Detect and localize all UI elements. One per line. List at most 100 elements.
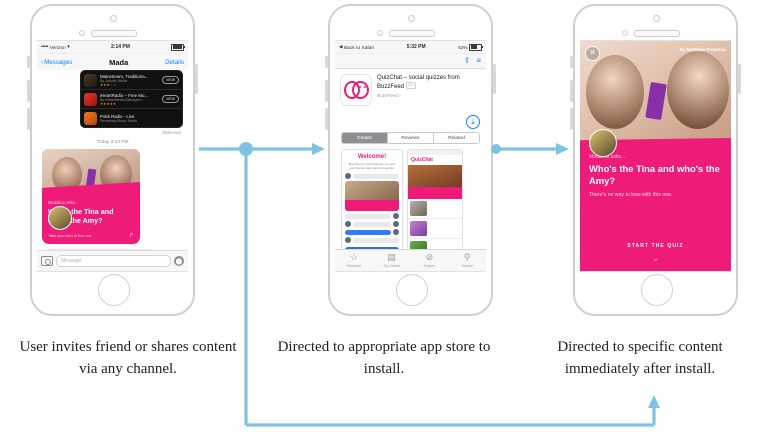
caption-step-3: Directed to specific content immediately…	[557, 339, 723, 377]
list-item	[408, 199, 462, 219]
tab-details[interactable]: Details	[342, 133, 388, 143]
start-quiz-button[interactable]: START THE QUIZ	[627, 243, 684, 249]
list-icon: ▤	[387, 252, 396, 263]
quiz-content: Madalina asks... Who's the Tina and who'…	[580, 146, 731, 271]
phone-2-screen: ◀ Back to Safari 5:32 PM 62% ⇪ ≡	[335, 40, 486, 272]
mute-switch	[325, 56, 328, 68]
back-to-safari-label[interactable]: Back to Safari	[344, 44, 375, 50]
app-developer-link[interactable]: BuzzFeed ›	[377, 93, 401, 99]
view-button[interactable]: VIEW	[161, 95, 179, 103]
home-button[interactable]	[97, 274, 130, 306]
quiz-headline: Who's the Tina and who's the Amy?	[48, 207, 114, 225]
chevron-left-icon: ‹	[41, 59, 44, 66]
phone-3-screen: ✕ By Matthew Perpetua Madalina asks... W…	[580, 40, 731, 272]
caption-step-2: Directed to appropriate app store to ins…	[277, 339, 491, 377]
list-item[interactable]: Mainstream, Traditiona... By Jacobs Medi…	[81, 71, 182, 90]
back-chevron-icon[interactable]: ◀	[339, 44, 343, 49]
close-icon[interactable]: ✕	[585, 46, 600, 61]
avatar	[345, 237, 351, 244]
chevron-down-icon[interactable]: ⌄	[651, 253, 660, 263]
thumbnail	[410, 201, 427, 216]
thumbnail	[410, 221, 427, 236]
tab-explore[interactable]: ⊘ Explore	[411, 253, 449, 268]
status-bar: ••••• Verizon ▾ 2:14 PM	[37, 41, 188, 54]
arrowhead-2-3	[556, 143, 569, 155]
arrowhead-bottom-up	[648, 395, 660, 408]
avatar	[345, 221, 351, 228]
view-button[interactable]: VIEW	[161, 76, 179, 84]
app-title-text: QuizChat – social quizzes from BuzzFeed	[377, 75, 460, 91]
status-time: 5:32 PM	[406, 44, 426, 50]
volume-down-button	[570, 108, 573, 130]
download-icon[interactable]: ⤓	[466, 115, 480, 129]
pink-diagonal-overlay	[580, 138, 731, 146]
author-credit: By Matthew Perpetua	[679, 47, 726, 52]
search-icon: ⚲	[463, 252, 471, 263]
download-row: ⤓	[335, 111, 486, 132]
branch-node	[239, 142, 253, 156]
app-icon	[84, 92, 97, 106]
arrowhead-1-2	[312, 143, 325, 155]
tab-related[interactable]: Related	[434, 133, 479, 143]
app-header: QuizChat – social quizzes from BuzzFeed …	[335, 69, 486, 111]
phone-2-app-store: ◀ Back to Safari 5:32 PM 62% ⇪ ≡	[325, 4, 496, 316]
earpiece-speaker	[633, 30, 680, 37]
chat-pill	[345, 213, 391, 219]
tab-search[interactable]: ⚲ Search	[448, 253, 486, 268]
tab-featured[interactable]: ☆ Featured	[335, 253, 373, 268]
details-button[interactable]: Details	[165, 59, 184, 66]
quiz-subtitle: There's no way to lose with this one.	[589, 192, 673, 199]
camera-icon[interactable]	[41, 256, 53, 266]
captions-row: User invites friend or shares content vi…	[0, 337, 768, 393]
avatar	[393, 221, 399, 228]
app-screenshot-1[interactable]: Welcome! BuzzFeed's QuizChat lets you an…	[341, 149, 403, 264]
wishlist-icon[interactable]: ≡	[476, 56, 481, 65]
message-input-bar: Message ⬤	[37, 250, 188, 271]
home-button[interactable]	[640, 274, 673, 306]
tab-reviews[interactable]: Reviews	[388, 133, 434, 143]
app-screenshot-2[interactable]: QuizChat	[407, 149, 463, 256]
volume-up-button	[325, 80, 328, 102]
share-icon[interactable]: ⇪	[463, 56, 471, 65]
home-button[interactable]	[395, 274, 428, 306]
volume-down-button	[27, 108, 30, 130]
rating-stars: ★★★★★	[100, 101, 117, 106]
caption-step-1: User invites friend or shares content vi…	[19, 339, 237, 377]
list-item[interactable]: Pokit Radio - Live Streaming Music Radio	[81, 109, 182, 127]
avatar	[393, 229, 399, 236]
proximity-sensor-icon	[376, 30, 383, 36]
quiz-headline: Who's the Tina and who's the Amy?	[589, 163, 720, 187]
back-to-messages-button[interactable]: ‹ Messages	[41, 59, 72, 66]
message-input[interactable]: Message	[56, 255, 171, 267]
quiz-asks-label: Madalina asks...	[589, 154, 626, 160]
avatar	[589, 129, 617, 157]
battery-icon	[469, 43, 483, 51]
carrier-label: Verizon	[49, 44, 66, 50]
phone-1-screen: ••••• Verizon ▾ 2:14 PM ‹ Messages Mada …	[37, 40, 188, 272]
app-title: QuizChat – social quizzes from BuzzFeed …	[377, 74, 481, 91]
status-bar: ◀ Back to Safari 5:32 PM 62%	[335, 41, 486, 54]
compass-icon: ⊘	[425, 252, 434, 263]
quiz-footer-label: Take your turn to find out.	[48, 233, 92, 238]
phone-1-messages: ••••• Verizon ▾ 2:14 PM ‹ Messages Mada …	[27, 4, 198, 316]
status-time: 2:14 PM	[111, 44, 130, 50]
screenshot-title: Welcome!	[357, 154, 387, 160]
list-item[interactable]: iHeartRadio – Free Mu... By iHeartMedia …	[81, 90, 182, 109]
quiz-preview-card[interactable]: Madalina asks... Who's the Tina and who'…	[42, 149, 140, 244]
screenshot-carousel[interactable]: Welcome! BuzzFeed's QuizChat lets you an…	[335, 149, 486, 264]
app-developer: Streaming Music Radio	[100, 118, 138, 123]
app-icon	[84, 111, 97, 125]
age-rating-badge: 12+	[405, 82, 416, 89]
tab-top-charts[interactable]: ▤ Top Charts	[373, 253, 411, 268]
power-button	[195, 64, 198, 94]
app-icon	[340, 74, 372, 106]
list-item	[408, 219, 462, 239]
app-store-navbar: ⇪ ≡	[335, 54, 486, 69]
person-right-icon	[667, 51, 729, 129]
microphone-icon[interactable]: ⬤	[174, 256, 184, 266]
avatar	[393, 213, 399, 220]
shared-app-list: Mainstream, Traditiona... By Jacobs Medi…	[80, 70, 183, 128]
delivery-status: Delivered	[162, 130, 181, 135]
prop-icon	[644, 81, 667, 121]
